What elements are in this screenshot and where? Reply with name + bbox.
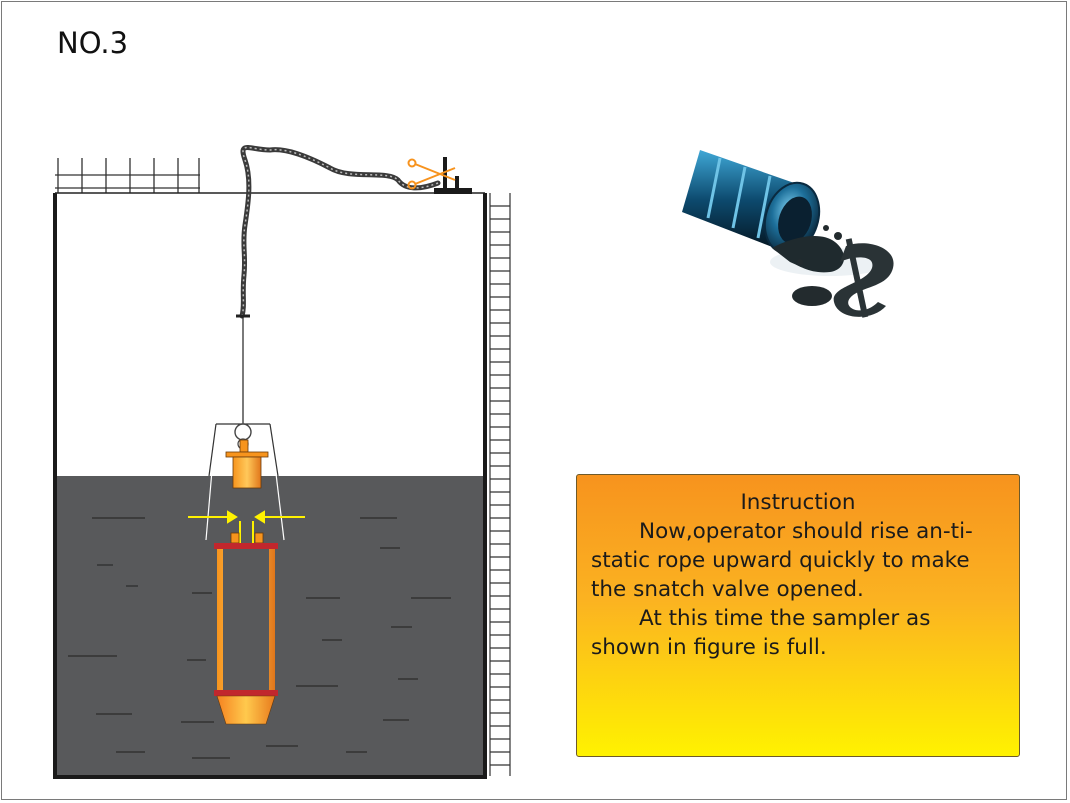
- sampler-hook: [234, 423, 252, 441]
- tank-walls: [53, 192, 487, 779]
- hatch-bracket: [434, 157, 472, 194]
- instruction-box: Instruction Now,operator should rise an-…: [576, 474, 1020, 757]
- roof-railing: [55, 158, 200, 193]
- anti-static-rope: [239, 145, 441, 319]
- instruction-heading: Instruction: [740, 490, 856, 515]
- oil-barrel-dollar-icon: [682, 150, 894, 318]
- scissors-icon: [407, 158, 456, 190]
- snatch-valve: [225, 439, 269, 489]
- sampler-body: [214, 532, 278, 725]
- page-title: NO.3: [57, 26, 129, 60]
- instruction-paragraph-1: Now,operator should rise an-ti-static ro…: [591, 519, 973, 602]
- tank-ladder: [489, 193, 511, 776]
- oil-ripples: [68, 517, 451, 759]
- instruction-paragraph-2: At this time the sampler as shown in fig…: [591, 606, 931, 660]
